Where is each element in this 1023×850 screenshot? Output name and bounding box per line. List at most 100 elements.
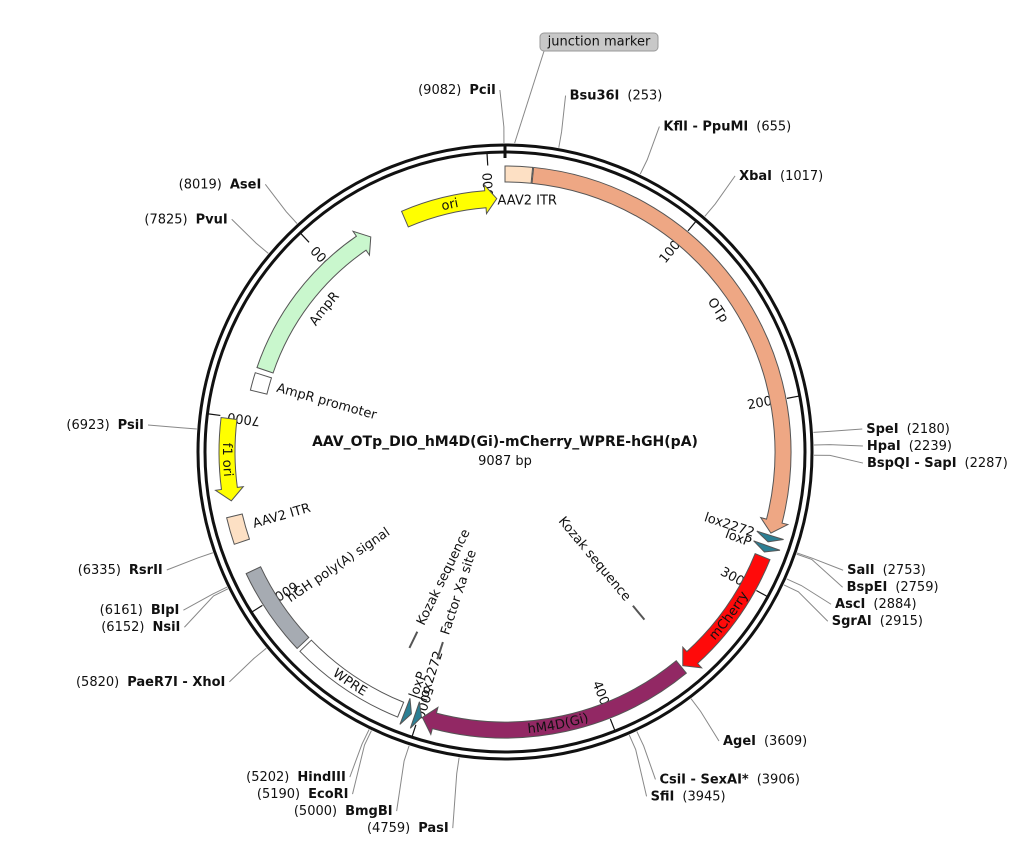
- feature-arrow: [226, 513, 251, 545]
- site-name: EcoRI: [308, 787, 348, 802]
- site-agei: AgeI(3609): [690, 698, 807, 749]
- tick-line-7000: [207, 413, 221, 417]
- site-label: (5000)BmgBI: [294, 804, 393, 819]
- site-position: (6923): [66, 418, 109, 433]
- site-bsu36i: Bsu36I (253): [558, 88, 662, 148]
- tick-line-2000: [786, 395, 800, 399]
- feature-label: f1 ori: [219, 443, 235, 478]
- site-leader-line: [231, 218, 269, 254]
- features: AAV2 ITROTplox2272loxPmCherryhM4D(Gi)lox…: [214, 165, 792, 739]
- site-blpi: (6161)BlpI: [100, 586, 228, 618]
- junction-marker: junction marker: [514, 32, 659, 144]
- site-paer7i-xhoi: (5820)PaeR7I - XhoI: [76, 647, 267, 689]
- site-leader-line: [349, 729, 370, 778]
- site-label: (7825) PvuI: [144, 212, 227, 227]
- site-label: SgrAI (2915): [832, 614, 923, 629]
- site-name: HpaI: [867, 439, 901, 454]
- site-label: (8019)AseI: [179, 177, 262, 192]
- site-position: (655): [756, 119, 791, 134]
- junction-label: junction marker: [547, 35, 651, 50]
- feature-aav2-itr: AAV2 ITR: [498, 165, 557, 208]
- site-position: (6335): [78, 563, 121, 578]
- site-leader-line: [796, 553, 843, 588]
- site-position: (1017): [780, 168, 823, 183]
- feature-arrow: [249, 372, 273, 395]
- site-rsrii: (6335)RsrII: [78, 552, 214, 578]
- site-pasi: (4759)PasI: [367, 757, 460, 836]
- site-label: (6923)PsiI: [66, 418, 144, 433]
- feature-aav2-itr: AAV2 ITR: [226, 501, 312, 545]
- site-label: SpeI(2180): [866, 422, 950, 437]
- site-name: Bsu36I: [570, 88, 620, 103]
- junction-badge: [539, 32, 659, 52]
- site-position: (2759): [895, 580, 938, 595]
- tick-line-8000: [299, 232, 310, 243]
- site-leader-line: [813, 454, 864, 464]
- restriction-sites: Bsu36I (253) KflI - PpuMI(655) XbaI(1017) Sp…: [66, 32, 1008, 836]
- feature-arrow: [245, 566, 310, 650]
- site-label: XbaI(1017): [739, 168, 823, 183]
- site-label: (4759)PasI: [367, 821, 449, 836]
- backbone-outer-line: [196, 143, 814, 761]
- site-leader-line: [704, 175, 736, 217]
- site-hindiii: (5202)HindIII: [246, 729, 370, 785]
- marker-line: [632, 605, 646, 621]
- site-position: (2915): [880, 614, 923, 629]
- site-leader-line: [396, 745, 410, 812]
- feature-ori: ori: [400, 183, 498, 228]
- site-bmgbi: (5000)BmgBI: [294, 745, 410, 819]
- feature-arrow: [682, 552, 771, 669]
- site-nsii: (6152)NsiI: [101, 588, 229, 635]
- site-name: SgrAI: [832, 614, 872, 629]
- site-label: SfiI(3945): [651, 789, 726, 804]
- site-leader-line: [628, 734, 648, 797]
- site-leader-line: [786, 578, 832, 605]
- site-name: SfiI: [651, 789, 675, 804]
- site-position: (3609): [764, 734, 807, 749]
- site-label: (5202)HindIII: [246, 770, 346, 785]
- site-leader-line: [813, 428, 863, 433]
- site-label: KflI - PpuMI(655): [663, 119, 791, 134]
- tick-line-3000: [756, 589, 769, 598]
- feature-arrow: [214, 416, 245, 502]
- feature-hgh-poly-a-signal: hGH poly(A) signal: [245, 525, 393, 650]
- feature-label: AmpR promoter: [275, 381, 379, 423]
- site-position: (3906): [757, 772, 800, 787]
- backbone-circle: [196, 143, 814, 761]
- site-leader-line: [452, 757, 460, 829]
- site-position: (7825): [144, 212, 187, 227]
- label-path: [531, 197, 761, 526]
- tick-line-6000: [251, 604, 263, 613]
- site-hpai: HpaI(2239): [813, 439, 952, 454]
- site-name: CsiI - SexAI*: [659, 772, 748, 787]
- feature-wpre: WPRE: [299, 639, 405, 718]
- site-bspei: BspEI(2759): [796, 553, 939, 595]
- feature-label: AAV2 ITR: [498, 193, 557, 208]
- feature-ampr-promoter: AmpR promoter: [249, 372, 379, 423]
- site-leader-line: [636, 731, 656, 780]
- site-leader-line: [147, 424, 197, 430]
- site-position: (2180): [907, 422, 950, 437]
- site-position: (5190): [257, 787, 300, 802]
- site-label: (6152)NsiI: [101, 620, 180, 635]
- site-position: (9082): [418, 83, 461, 98]
- site-label: (5190) EcoRI: [257, 787, 349, 802]
- backbone-inner-line: [203, 150, 807, 754]
- feature-label-text: f1 ori: [219, 443, 235, 478]
- site-ecori: (5190) EcoRI: [257, 730, 372, 802]
- site-kfli-ppumi: KflI - PpuMI(655): [639, 119, 791, 175]
- site-name: PvuI: [196, 212, 228, 227]
- feature-otp: OTp: [531, 166, 792, 534]
- site-position: (6152): [101, 620, 144, 635]
- site-leader-line: [352, 730, 372, 795]
- site-psii: (6923)PsiI: [66, 418, 197, 433]
- site-name: HindIII: [297, 770, 345, 785]
- site-label: AgeI(3609): [723, 734, 807, 749]
- site-leader-line: [690, 698, 720, 742]
- site-position: (253): [627, 88, 662, 103]
- marker-line: [408, 631, 419, 649]
- site-leader-line: [783, 584, 829, 622]
- site-name: BspQI - SapI: [867, 456, 957, 471]
